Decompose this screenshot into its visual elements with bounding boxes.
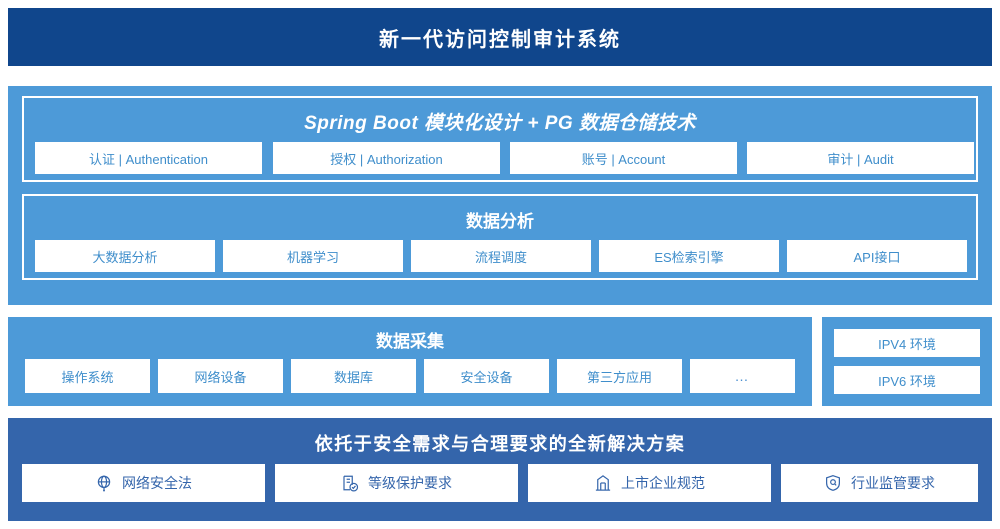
card-label: 行业监管要求 bbox=[851, 475, 935, 491]
card-classified-protection[interactable]: 等级保护要求 bbox=[275, 464, 518, 502]
card-cybersecurity-law[interactable]: 网络安全法 bbox=[22, 464, 265, 502]
card-label: 网络安全法 bbox=[122, 475, 192, 491]
page-title: 新一代访问控制审计系统 bbox=[379, 28, 621, 51]
data-collection-title: 数据采集 bbox=[376, 332, 444, 351]
card-label: … bbox=[734, 368, 751, 384]
card-label: 第三方应用 bbox=[586, 369, 652, 385]
globe-network-icon bbox=[95, 474, 113, 492]
bank-building-icon bbox=[594, 474, 612, 492]
data-collection-panel: 数据采集 操作系统 网络设备 数据库 安全设备 第三方应用 … bbox=[8, 317, 812, 406]
environment-panel: IPV4 环境 IPV6 环境 bbox=[822, 317, 992, 406]
card-api-interface[interactable]: API接口 bbox=[787, 240, 967, 272]
card-label: 大数据分析 bbox=[92, 249, 158, 265]
card-label: 上市企业规范 bbox=[621, 475, 705, 491]
card-label: 认证 | Authentication bbox=[89, 151, 208, 167]
card-label: IPV4 环境 bbox=[878, 336, 936, 352]
card-more[interactable]: … bbox=[690, 359, 795, 393]
card-machine-learning[interactable]: 机器学习 bbox=[223, 240, 403, 272]
card-third-party-app[interactable]: 第三方应用 bbox=[557, 359, 682, 393]
shield-search-icon bbox=[824, 474, 842, 492]
card-label: 审计 | Audit bbox=[827, 151, 894, 167]
data-analysis-title: 数据分析 bbox=[466, 212, 534, 231]
card-network-device[interactable]: 网络设备 bbox=[158, 359, 283, 393]
card-es-search-engine[interactable]: ES检索引擎 bbox=[599, 240, 779, 272]
spring-boot-group: Spring Boot 模块化设计 + PG 数据仓储技术 认证 | Authe… bbox=[22, 96, 978, 182]
card-big-data-analysis[interactable]: 大数据分析 bbox=[35, 240, 215, 272]
card-label: 等级保护要求 bbox=[368, 475, 452, 491]
card-listed-company-standard[interactable]: 上市企业规范 bbox=[528, 464, 771, 502]
card-label: 流程调度 bbox=[474, 249, 527, 265]
spring-boot-title: Spring Boot 模块化设计 + PG 数据仓储技术 bbox=[304, 113, 696, 134]
card-label: 机器学习 bbox=[286, 249, 339, 265]
card-label: API接口 bbox=[853, 249, 901, 265]
card-label: 操作系统 bbox=[61, 369, 114, 385]
solution-panel: 依托于安全需求与合理要求的全新解决方案 网络安全法 bbox=[8, 418, 992, 521]
card-ipv6-environment[interactable]: IPV6 环境 bbox=[834, 366, 980, 394]
card-label: ES检索引擎 bbox=[654, 249, 724, 265]
card-label: 账号 | Account bbox=[581, 151, 666, 167]
card-label: 数据库 bbox=[333, 369, 373, 385]
card-label: 授权 | Authorization bbox=[330, 151, 443, 167]
card-authorization[interactable]: 授权 | Authorization bbox=[273, 142, 500, 174]
card-label: 安全设备 bbox=[460, 369, 513, 385]
card-audit[interactable]: 审计 | Audit bbox=[747, 142, 974, 174]
card-authentication[interactable]: 认证 | Authentication bbox=[35, 142, 262, 174]
document-check-icon bbox=[341, 474, 359, 492]
data-analysis-group: 数据分析 大数据分析 机器学习 流程调度 ES检索引擎 API接口 bbox=[22, 194, 978, 280]
card-label: 网络设备 bbox=[194, 369, 247, 385]
card-ipv4-environment[interactable]: IPV4 环境 bbox=[834, 329, 980, 357]
card-industry-regulation[interactable]: 行业监管要求 bbox=[781, 464, 978, 502]
card-process-scheduling[interactable]: 流程调度 bbox=[411, 240, 591, 272]
solution-title: 依托于安全需求与合理要求的全新解决方案 bbox=[314, 434, 686, 454]
header-bar: 新一代访问控制审计系统 bbox=[8, 8, 992, 66]
card-security-device[interactable]: 安全设备 bbox=[424, 359, 549, 393]
card-account[interactable]: 账号 | Account bbox=[510, 142, 737, 174]
card-database[interactable]: 数据库 bbox=[291, 359, 416, 393]
card-label: IPV6 环境 bbox=[878, 373, 936, 389]
platform-panel: Spring Boot 模块化设计 + PG 数据仓储技术 认证 | Authe… bbox=[8, 86, 992, 305]
card-operating-system[interactable]: 操作系统 bbox=[25, 359, 150, 393]
